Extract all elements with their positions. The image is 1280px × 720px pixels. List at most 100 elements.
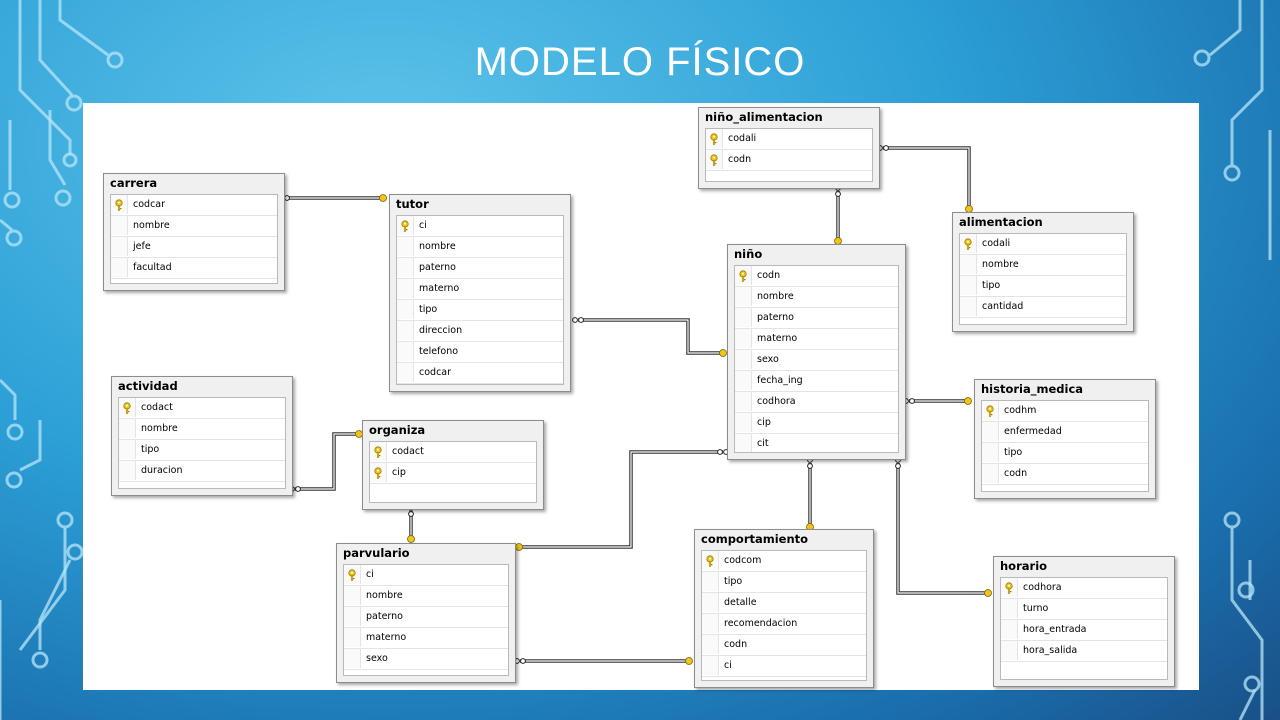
column-row[interactable]: nombre xyxy=(344,586,508,607)
column-row[interactable]: ci xyxy=(397,216,563,237)
column-row[interactable]: codcom xyxy=(702,551,866,572)
relationship-nino-alimentacion-nino[interactable] xyxy=(834,185,842,245)
column-row[interactable]: codn xyxy=(702,635,866,656)
column-row[interactable]: paterno xyxy=(344,607,508,628)
column-row[interactable]: recomendacion xyxy=(702,614,866,635)
relationship-nino-alimentacion-alimentacion[interactable] xyxy=(877,145,973,213)
column-row[interactable]: codn xyxy=(706,150,872,171)
key-end-icon xyxy=(984,589,992,597)
relationship-organiza-actividad[interactable] xyxy=(289,430,363,492)
column-row[interactable]: direccion xyxy=(397,321,563,342)
column-row[interactable]: codali xyxy=(960,234,1126,255)
column-row[interactable]: sexo xyxy=(344,649,508,670)
column-row[interactable]: sexo xyxy=(735,350,898,371)
column-row[interactable]: materno xyxy=(344,628,508,649)
column-name: enfermedad xyxy=(1004,426,1062,437)
column-row[interactable]: nombre xyxy=(735,287,898,308)
column-row[interactable]: detalle xyxy=(702,593,866,614)
row-selector xyxy=(735,434,752,452)
column-row[interactable]: nombre xyxy=(119,419,285,440)
entity-title: niño xyxy=(734,247,763,261)
column-name: codhm xyxy=(1004,405,1037,416)
row-selector xyxy=(397,237,414,256)
entity-title: horario xyxy=(1000,559,1048,573)
column-row[interactable]: cip xyxy=(370,463,536,484)
column-row[interactable]: enfermedad xyxy=(982,422,1148,443)
column-row[interactable]: hora_entrada xyxy=(1001,620,1167,641)
column-name: sexo xyxy=(366,653,388,664)
column-row[interactable]: cip xyxy=(735,413,898,434)
column-row[interactable]: materno xyxy=(397,279,563,300)
relationship-comportamiento-parvulario[interactable] xyxy=(514,657,693,665)
column-name: duracion xyxy=(141,465,183,476)
row-selector xyxy=(397,300,414,319)
column-row[interactable]: materno xyxy=(735,329,898,350)
column-row[interactable]: codn xyxy=(982,464,1148,485)
column-name: tipo xyxy=(982,280,1001,291)
relationship-organiza-parvulario[interactable] xyxy=(407,505,415,543)
column-row[interactable]: turno xyxy=(1001,599,1167,620)
column-name: codcom xyxy=(724,555,762,566)
entity-title: alimentacion xyxy=(959,215,1043,229)
column-row[interactable]: duracion xyxy=(119,461,285,482)
column-name: tipo xyxy=(419,304,438,315)
column-row[interactable]: paterno xyxy=(735,308,898,329)
column-row[interactable]: codn xyxy=(735,266,898,287)
entity-title: organiza xyxy=(369,423,426,437)
column-row[interactable]: codact xyxy=(370,442,536,463)
primary-key-icon xyxy=(344,565,361,584)
column-row[interactable]: codcar xyxy=(397,363,563,384)
row-selector xyxy=(397,363,414,382)
column-name: codn xyxy=(728,154,752,165)
primary-key-icon xyxy=(735,266,752,285)
column-name: materno xyxy=(366,632,407,643)
column-row[interactable]: paterno xyxy=(397,258,563,279)
entity-title: parvulario xyxy=(343,546,410,560)
column-row[interactable]: cit xyxy=(735,434,898,452)
relationship-tutor-carrera[interactable] xyxy=(278,194,387,202)
column-name: hora_entrada xyxy=(1023,624,1087,635)
column-name: tipo xyxy=(1004,447,1023,458)
column-row[interactable]: cantidad xyxy=(960,297,1126,318)
column-row[interactable]: tipo xyxy=(702,572,866,593)
column-row[interactable]: tipo xyxy=(982,443,1148,464)
column-row[interactable]: telefono xyxy=(397,342,563,363)
column-row[interactable]: codali xyxy=(706,129,872,150)
column-row[interactable]: facultad xyxy=(111,258,277,279)
column-row[interactable]: tipo xyxy=(397,300,563,321)
column-row[interactable]: nombre xyxy=(397,237,563,258)
column-row[interactable]: tipo xyxy=(960,276,1126,297)
relationship-nino-tutor[interactable] xyxy=(572,317,727,357)
relationship-historia-medica-nino[interactable] xyxy=(903,397,972,405)
relationship-comportamiento-nino[interactable] xyxy=(806,457,814,531)
column-row[interactable]: codcar xyxy=(111,195,277,216)
column-row[interactable]: hora_salida xyxy=(1001,641,1167,662)
column-row[interactable]: codhora xyxy=(735,392,898,413)
entity-horario[interactable]: horario codhora turno hora_entrada hora_sali… xyxy=(993,556,1175,687)
column-row[interactable]: jefe xyxy=(111,237,277,258)
column-row[interactable]: ci xyxy=(344,565,508,586)
column-row[interactable]: nombre xyxy=(111,216,277,237)
column-name: codhora xyxy=(1023,582,1062,593)
column-row[interactable]: codhm xyxy=(982,401,1148,422)
column-row[interactable]: nombre xyxy=(960,255,1126,276)
column-row[interactable]: codhora xyxy=(1001,578,1167,599)
column-row[interactable]: ci xyxy=(702,656,866,677)
row-selector xyxy=(735,350,752,369)
column-row[interactable]: tipo xyxy=(119,440,285,461)
column-row[interactable]: fecha_ing xyxy=(735,371,898,392)
primary-key-icon xyxy=(370,442,387,461)
column-row[interactable]: codact xyxy=(119,398,285,419)
